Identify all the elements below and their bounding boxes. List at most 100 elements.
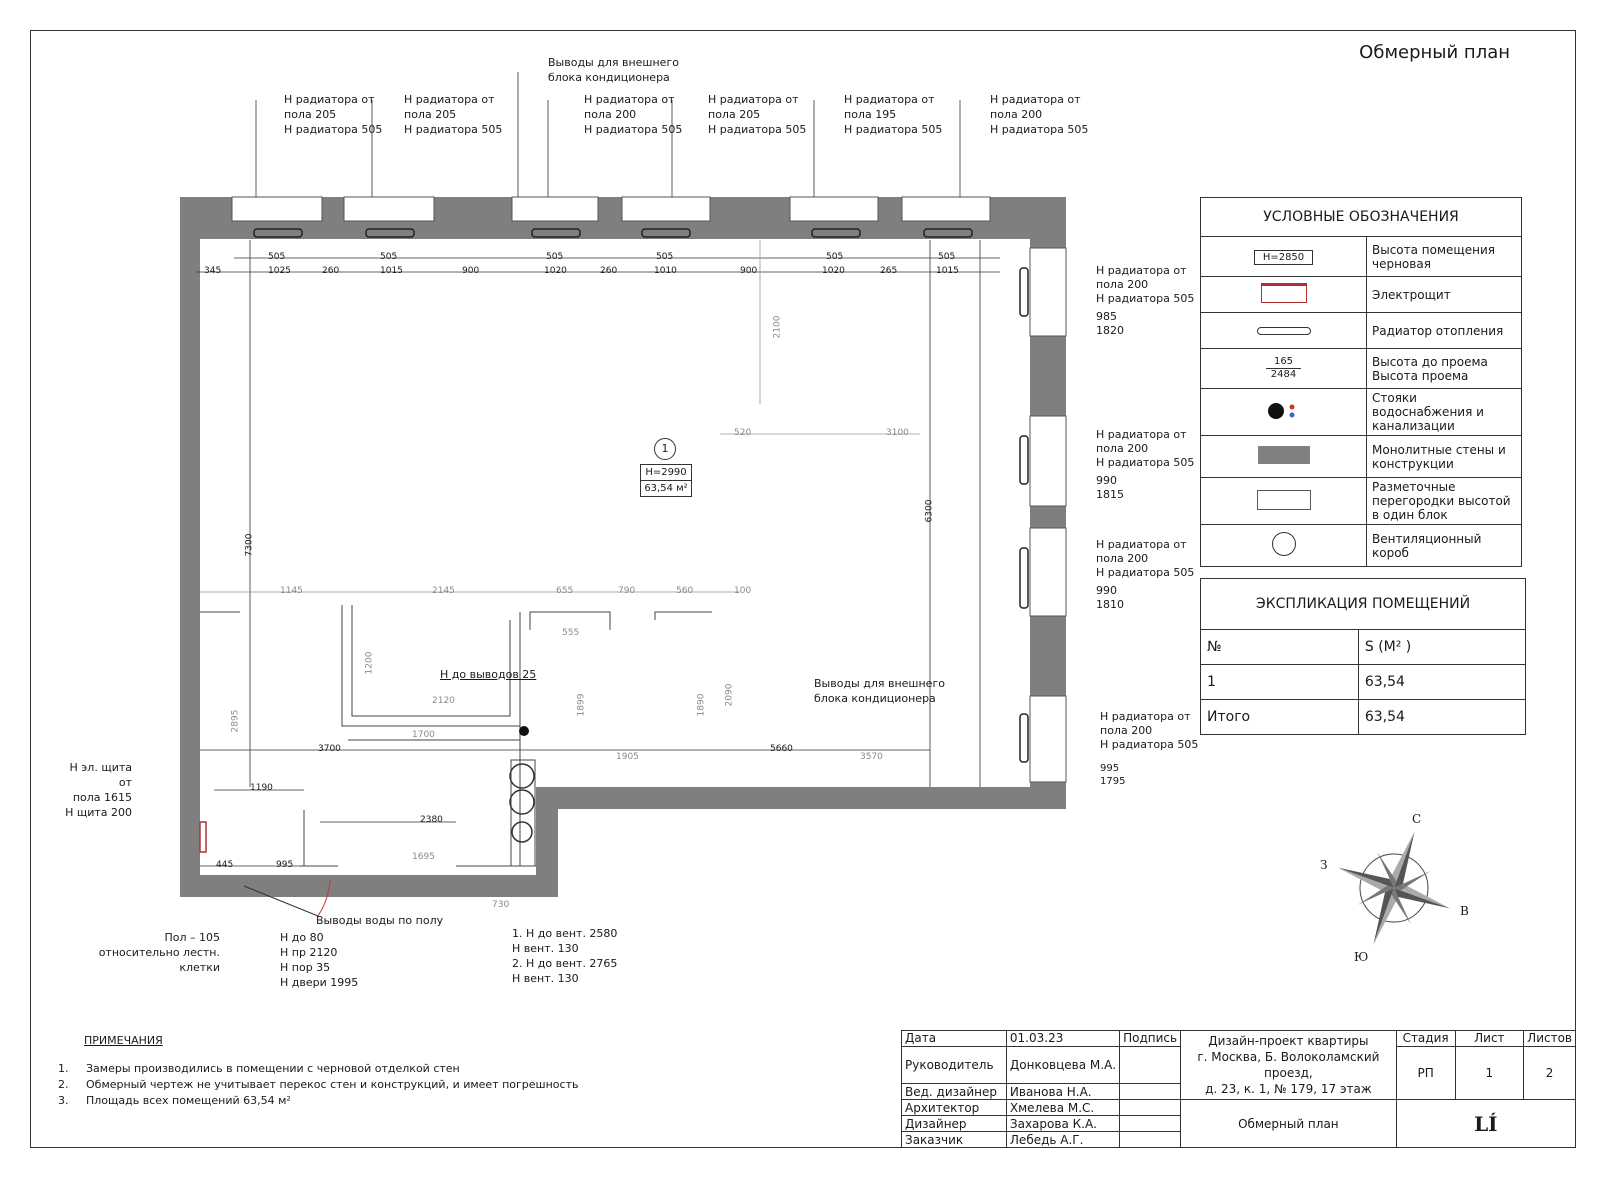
explication-table: ЭКСПЛИКАЦИЯ ПОМЕЩЕНИЙ № S (М² ) 1 63,54 … xyxy=(1200,578,1527,735)
monolithic-wall-icon xyxy=(1257,446,1310,464)
dim-top-1: 1025 xyxy=(268,266,291,276)
dim-top-7: 1010 xyxy=(654,266,677,276)
wall-step-vertical xyxy=(536,787,558,897)
dim-top-10: 265 xyxy=(880,266,898,276)
dim-2090: 2090 xyxy=(724,683,735,707)
dim-5660: 5660 xyxy=(770,744,793,754)
room-tag: H=2990 63,54 м² xyxy=(640,464,692,497)
dim-rad-3: 505 xyxy=(656,252,674,262)
legend-panel: Электрощит xyxy=(1366,276,1522,313)
table-row: Итого 63,54 xyxy=(1200,699,1527,735)
title-block: Дата 01.03.23 Подпись Дизайн-проект квар… xyxy=(901,1029,1577,1148)
legend-height: Высота помещения черновая xyxy=(1366,236,1522,277)
right-windows xyxy=(1029,247,1067,783)
radiator-right-4 xyxy=(1019,713,1029,763)
electrical-panel xyxy=(199,821,207,853)
wall-bottom-right xyxy=(536,787,1066,809)
dim-2100: 2100 xyxy=(772,315,783,339)
legend-partitions: Разметочные перегородки высотой в один б… xyxy=(1366,477,1522,525)
legend-walls: Монолитные стены и конструкции xyxy=(1366,435,1522,478)
dim-100: 100 xyxy=(734,586,752,596)
radiator-icon xyxy=(1256,326,1311,335)
height-tag-symbol: H=2850 xyxy=(1253,249,1314,265)
compass-e: В xyxy=(1460,904,1469,918)
dim-top-2: 260 xyxy=(322,266,340,276)
drawing-frame xyxy=(30,30,1576,1148)
dim-445: 445 xyxy=(216,860,234,870)
dim-560: 560 xyxy=(676,586,694,596)
vent-duct-2 xyxy=(509,789,535,815)
partition-icon xyxy=(1256,489,1311,510)
dim-rad-4: 505 xyxy=(826,252,844,262)
notes-title: ПРИМЕЧАНИЯ xyxy=(84,1034,163,1047)
dim-top-4: 900 xyxy=(462,266,480,276)
list-item: 2.Обмерный чертеж не учитывает перекос с… xyxy=(58,1078,579,1091)
dim-6300: 6300 xyxy=(924,499,935,523)
list-item: 3.Площадь всех помещений 63,54 м² xyxy=(58,1094,291,1107)
dim-rad-0: 505 xyxy=(268,252,286,262)
dim-655: 655 xyxy=(556,586,574,596)
table-row: 1 63,54 xyxy=(1200,664,1527,700)
radiator-right-3 xyxy=(1019,547,1029,609)
dim-1200: 1200 xyxy=(364,651,375,675)
vent-duct-3 xyxy=(511,821,533,843)
dim-top-0: 345 xyxy=(204,266,222,276)
dim-rad-2: 505 xyxy=(546,252,564,262)
radiator-top-6 xyxy=(923,228,973,238)
dim-3100: 3100 xyxy=(886,428,909,438)
compass-rose xyxy=(1337,831,1451,945)
dim-3700: 3700 xyxy=(318,744,341,754)
legend-title: УСЛОВНЫЕ ОБОЗНАЧЕНИЯ xyxy=(1200,197,1522,237)
dim-730: 730 xyxy=(492,900,510,910)
legend-risers: Стояки водоснабжения и канализации xyxy=(1366,388,1522,436)
dim-995: 995 xyxy=(276,860,294,870)
radiator-top-2 xyxy=(365,228,415,238)
dim-top-9: 1020 xyxy=(822,266,845,276)
dim-rad-1: 505 xyxy=(380,252,398,262)
compass-n: С xyxy=(1412,812,1422,826)
dim-1695: 1695 xyxy=(412,852,435,862)
dim-1190: 1190 xyxy=(250,783,273,793)
dim-top-8: 900 xyxy=(740,266,758,276)
radiator-top-3 xyxy=(531,228,581,238)
dim-7300: 7300 xyxy=(244,533,255,557)
dim-top-5: 1020 xyxy=(544,266,567,276)
riser-icon xyxy=(1264,402,1304,424)
dim-3570: 3570 xyxy=(860,752,883,762)
dim-2120: 2120 xyxy=(432,696,455,706)
legend-vent: Вентиляционный короб xyxy=(1366,524,1522,567)
dim-2380: 2380 xyxy=(420,815,443,825)
radiator-top-5 xyxy=(811,228,861,238)
risers xyxy=(509,726,535,843)
compass-s: Ю xyxy=(1354,950,1369,964)
dim-1700: 1700 xyxy=(412,730,435,740)
notes: ПРИМЕЧАНИЯ 1.Замеры производились в поме… xyxy=(58,1033,578,1109)
dim-rad-5: 505 xyxy=(938,252,956,262)
sheet-title: Обмерный план xyxy=(1359,42,1510,63)
legend-table: УСЛОВНЫЕ ОБОЗНАЧЕНИЯ H=2850 Высота помещ… xyxy=(1200,197,1522,567)
dim-top-11: 1015 xyxy=(936,266,959,276)
vent-duct-1 xyxy=(509,763,535,789)
legend-radiator: Радиатор отопления xyxy=(1366,312,1522,349)
expl-col-area: S (М² ) xyxy=(1357,629,1527,665)
wall-bottom-left xyxy=(180,875,558,897)
explication-title: ЭКСПЛИКАЦИЯ ПОМЕЩЕНИЙ xyxy=(1200,578,1526,630)
compass-w: З xyxy=(1320,858,1328,872)
